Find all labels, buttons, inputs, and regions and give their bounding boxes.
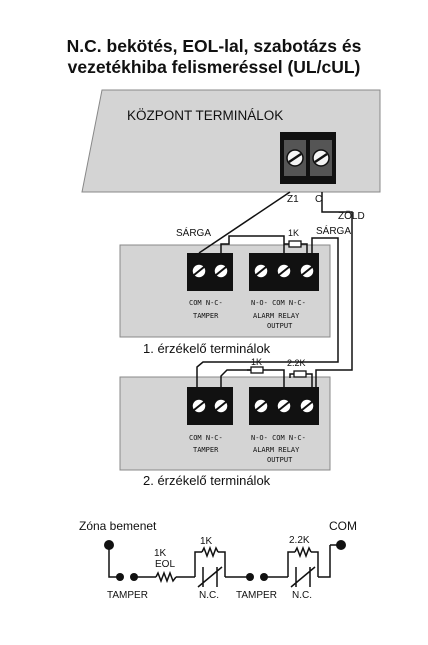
resistor-label-1k-detector-2: 1K	[251, 357, 262, 367]
wire-resistor-lead	[306, 373, 313, 387]
wire-yellow-right	[196, 237, 339, 387]
wire-yellow-z1	[198, 191, 291, 254]
terminal-z1-label: Z1	[287, 194, 299, 205]
schematic-eol-resistor-value: 1K	[154, 548, 167, 559]
schematic-tamper-1-contact	[130, 573, 138, 581]
detector-2-relay-terms: N-O- COM N-C-	[251, 434, 306, 442]
schematic-tamper-2-label: TAMPER	[236, 590, 277, 601]
schematic-com-label: COM	[329, 519, 357, 533]
wire-tamper-to-relay-2	[220, 369, 285, 387]
wire-resistor-lead	[289, 373, 294, 378]
detector-2-relay-label: ALARM RELAY	[253, 446, 300, 454]
terminal-screw-c	[311, 148, 331, 168]
screw-icon	[299, 263, 315, 279]
schematic-tamper-1-label: TAMPER	[107, 590, 148, 601]
wire-label-green: ZÖLD	[338, 210, 365, 222]
terminal-screw-z1	[285, 148, 305, 168]
schematic-nc-1-label: N.C.	[199, 590, 219, 601]
detector-2-tamper-terms: COM N-C-	[189, 434, 223, 442]
detector-1-caption: 1. érzékelő terminálok	[143, 341, 271, 356]
wire-label-yellow-right: SÁRGA	[316, 224, 351, 237]
schematic-zone-input-label: Zóna bemenet	[79, 519, 157, 533]
detector-1-tamper-label: TAMPER	[193, 312, 219, 320]
control-panel: KÖZPONT TERMINÁLOK Z1 C	[81, 89, 381, 205]
schematic-nc-2-label: N.C.	[292, 590, 312, 601]
diagram-title-line-2: vezetékhiba felismeréssel (UL/cUL)	[67, 57, 361, 77]
screw-icon	[299, 398, 315, 414]
resistor-label-1k-detector-1: 1K	[288, 228, 299, 238]
diagram-title-line-1: N.C. bekötés, EOL-lal, szabotázs és	[66, 36, 362, 56]
wires	[196, 191, 353, 387]
schematic-tamper-2-contact	[260, 573, 268, 581]
detector-1-relay-sublabel: OUTPUT	[267, 322, 293, 330]
screw-icon	[213, 398, 229, 414]
schematic-tamper-1-contact	[116, 573, 124, 581]
detector-1-board: COM N-C- TAMPER N-O- COM N-C- ALARM RELA…	[119, 244, 331, 338]
screw-icon	[191, 263, 207, 279]
schematic-zone-input-terminal	[104, 540, 114, 550]
screw-icon	[191, 398, 207, 414]
detector-2-caption: 2. érzékelő terminálok	[143, 473, 271, 488]
screw-icon	[276, 263, 292, 279]
screw-icon	[253, 398, 269, 414]
wire-resistor-lead	[301, 243, 308, 253]
detector-2-relay-sublabel: OUTPUT	[267, 456, 293, 464]
resistor-1k-detector-1	[288, 240, 302, 248]
schematic-r2-label: 2.2K	[289, 535, 310, 546]
schematic-tamper-2-contact	[246, 573, 254, 581]
detector-1-tamper-terms: COM N-C-	[189, 299, 223, 307]
screw-icon	[276, 398, 292, 414]
resistor-2k2-detector-2	[293, 370, 307, 378]
detector-2-board: COM N-C- TAMPER N-O- COM N-C- ALARM RELA…	[119, 376, 331, 471]
detector-1-relay-label: ALARM RELAY	[253, 312, 300, 320]
detector-1-relay-terms: N-O- COM N-C-	[251, 299, 306, 307]
screw-icon	[213, 263, 229, 279]
terminal-c-label: C	[315, 194, 322, 205]
screw-icon	[253, 263, 269, 279]
detector-2-tamper-label: TAMPER	[193, 446, 219, 454]
schematic-r1-label: 1K	[200, 536, 213, 547]
wire-tamper-to-relay-1	[220, 235, 285, 253]
schematic-eol-label: EOL	[155, 559, 175, 570]
wire-label-yellow-left: SÁRGA	[176, 226, 211, 239]
wire-green	[315, 192, 353, 387]
panel-label: KÖZPONT TERMINÁLOK	[127, 108, 283, 123]
panel-terminal-block	[280, 132, 336, 184]
resistor-label-2k2-detector-2: 2.2K	[287, 358, 306, 368]
resistor-1k-detector-2	[250, 366, 264, 374]
schematic: Zóna bemenet COM	[79, 519, 357, 601]
